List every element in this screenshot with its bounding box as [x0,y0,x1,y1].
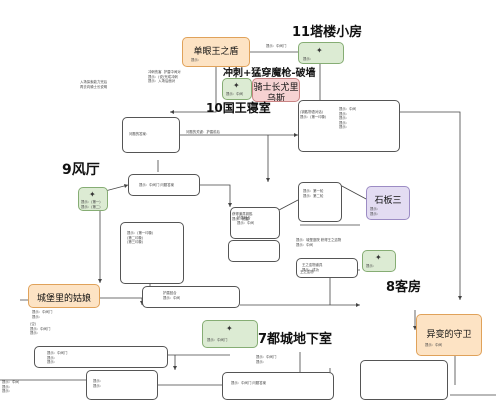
node-bottom-left[interactable]: 提示：中间门 提示： 提示： [34,346,168,368]
node-king-shield-text: 提示： [191,58,202,62]
annotation-charge: 冲刺伤害 护盾中间对 提示：(说)完成冲刺 提示：入场后面对 [148,70,181,84]
node-shiban-title: 石板三 [374,196,402,206]
node-left-list-text: 提示：(第一印象) (第二印象) (第三印象) [127,231,154,245]
area-label-wind: 9风厅 [62,162,100,178]
node-dungeon-text: 提示：中间门 [207,338,228,342]
annotation-relic-short: 王之遗物 [300,270,314,274]
area-label-throne: 10国王寝室 [206,101,271,115]
node-tower-text: 提示： [303,57,314,61]
diamond-star-icon: ✦ [375,253,382,262]
node-king-shield[interactable]: 单眼王之盾 提示： [182,37,250,67]
node-guardian[interactable]: 异变的守卫 提示：中间 [416,314,482,356]
diamond-star-icon: ✦ [316,46,323,55]
area-label-dungeon: 7都城地下室 [258,332,333,347]
diamond-star-icon: ✦ [89,190,96,199]
node-bottom-left-text: 提示：中间门 提示： 提示： [47,351,68,365]
node-throne-box[interactable]: 问题的答案： [122,117,180,153]
node-king-shield-title: 单眼王之盾 [193,47,239,57]
node-center-wide[interactable]: 护盾回合 提示：中间 [142,286,240,308]
node-wind-box-text: 提示：中间门 问题答案 [139,183,174,187]
node-shiban[interactable]: 石板三 提示： 提示： [366,186,410,220]
node-center-wide-text: 护盾回合 提示：中间 [163,291,180,300]
node-guest-text: 提示： [366,264,377,268]
node-guardian-title: 异变的守卫 [426,330,472,340]
node-guardian-text: 提示：中间 [425,343,442,347]
node-mid-right[interactable]: 提示：第一轮 提示：第二轮 [298,182,342,222]
node-shield-center-text: 护盾回合 提示：中间 [237,216,254,225]
node-wind-box[interactable]: 提示：中间门 问题答案 [128,174,200,196]
annotation-first: (钥匙物语对话) 提示：(第一印象) [300,110,327,119]
annotation-lower-mid: 提示：中间门 提示： [256,355,277,364]
annotation-explore: 入场探索能力完后 再去向骑士长说明 [80,80,108,89]
node-guest[interactable]: ✦ 提示： [362,250,396,272]
node-shiban-text: 提示： 提示： [370,207,381,216]
node-bottom-right[interactable]: 提示：中间门 问题答案 [222,372,334,400]
node-bottom-far-right[interactable] [360,360,448,400]
node-castle-girl-title: 城堡里的姑娘 [36,294,91,304]
node-shield-center[interactable]: 护盾回合 提示：中间 [230,207,280,239]
annotation-relic: 提示：城堡庭院 获得王之遗物 提示：中间 [296,238,342,247]
node-right-top-box[interactable]: 提示：中间 提示： 提示： 提示： 提示： [298,100,400,152]
node-bottom-mid[interactable]: 提示： 提示： [86,370,158,400]
annotation-door: 提示：中间门 [266,44,287,48]
node-center-empty[interactable] [228,240,280,262]
annotation-girl-more: (空) 提示：中间门 提示： [30,322,51,336]
area-label-charge: 冲刺+猛穿魔枪-破墙 [223,68,316,79]
annotation-girl: 提示：中间门 提示： [32,310,53,319]
node-tower[interactable]: ✦ 提示： [298,42,344,64]
annotation-bottom: 提示：中间 提示： 提示： [2,380,19,394]
node-right-list[interactable]: 王之遗物道具 提示：成功 [296,258,358,278]
node-castle-girl[interactable]: 城堡里的姑娘 [28,284,100,308]
node-throne-hint-text: 提示：中间 [226,92,243,96]
node-knight-title: 骑士长尤里 [253,83,299,93]
area-label-tower: 11塔楼小房 [292,25,363,40]
node-right-top-box-text: 提示：中间 提示： 提示： 提示： 提示： [339,107,356,130]
node-knight-sub: 乌斯 [266,94,285,102]
node-throne-box-text: 问题的答案： [129,132,150,136]
annotation-key: 获得道具钥匙 提示：把握 [232,212,253,221]
node-right-list-text: 王之遗物道具 提示：成功 [302,263,323,272]
node-throne-hint[interactable]: ✦ 提示：中间 [222,78,252,100]
diamond-star-icon: ✦ [226,324,233,333]
node-wind[interactable]: ✦ 提示：(第一) 提示：(第二) [78,187,108,211]
node-dungeon[interactable]: ✦ 提示：中间门 [202,320,258,348]
node-wind-text: 提示：(第一) 提示：(第二) [81,200,101,209]
node-bottom-right-text: 提示：中间门 问题答案 [231,381,266,385]
annotation-shield: 问题的关键：护盾前后 [186,130,220,134]
node-mid-right-text: 提示：第一轮 提示：第二轮 [303,189,324,198]
node-knight[interactable]: 骑士长尤里 乌斯 [252,78,300,102]
node-left-list[interactable]: 提示：(第一印象) (第二印象) (第三印象) [120,222,184,284]
area-label-guest: 8客房 [386,280,422,295]
node-bottom-mid-text: 提示： 提示： [93,379,104,388]
diamond-star-icon: ✦ [233,81,240,90]
